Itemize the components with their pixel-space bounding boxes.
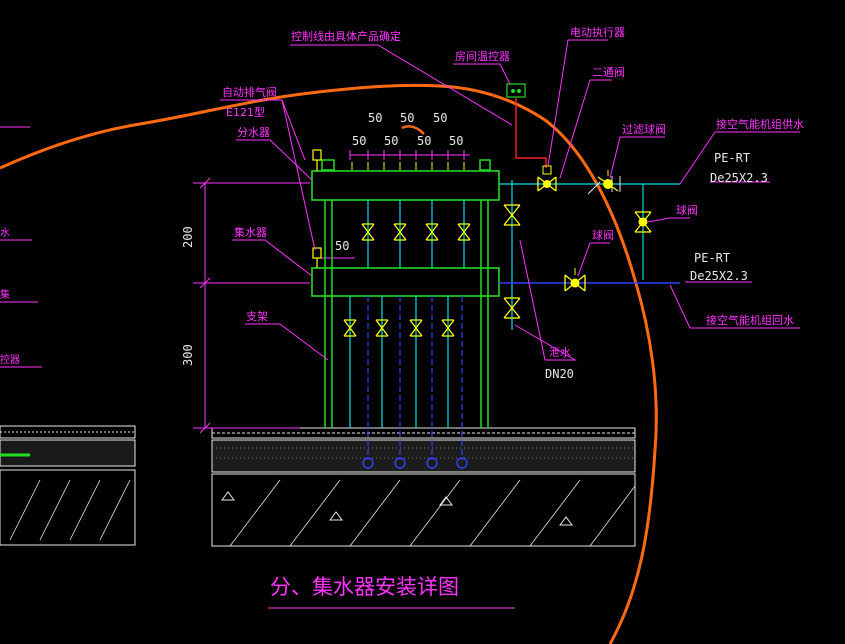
revision-cloud-hook: [401, 125, 425, 135]
dimension-lines: [193, 150, 470, 434]
ball-valve-icon: [634, 211, 652, 233]
dim-vertical-300: 300: [181, 344, 195, 366]
label-return-to: 接空气能机组回水: [706, 313, 794, 327]
filter-valve-icon: [597, 170, 619, 192]
label-ball-valve: 球阀: [676, 203, 698, 217]
dim-top-2: 50: [400, 111, 414, 125]
label-two-way-valve: 二通阀: [592, 65, 625, 79]
drain-valves: [503, 204, 521, 319]
branch-pipes-blue: [367, 296, 463, 460]
label-actuator: 电动执行器: [570, 25, 625, 39]
header-ticks: [351, 162, 465, 170]
left-fragment-text: 水 集 控器: [0, 227, 20, 366]
svg-text:水: 水: [0, 227, 10, 239]
bracket: [321, 159, 491, 428]
dim-top-1: 50: [368, 111, 382, 125]
leader-lines: [220, 39, 800, 361]
label-ball-valve-2: 球阀: [592, 228, 614, 242]
label-drain: 泄水: [549, 346, 571, 359]
label-filter-valve: 过滤球阀: [622, 122, 666, 136]
dim-second-1: 50: [352, 134, 366, 148]
label-control-line: 控制线由具体产品确定: [291, 29, 401, 43]
label-auto-vent-model: E121型: [226, 105, 265, 119]
branch-pipes: [349, 200, 465, 428]
dim-second-3: 50: [417, 134, 431, 148]
label-supply-pipe: PE-RT: [714, 151, 750, 165]
page-title: 分、集水器安装详图: [270, 575, 459, 599]
supply-line: [499, 176, 680, 280]
dim-top-3: 50: [433, 111, 447, 125]
floor-slab: [211, 427, 636, 547]
label-supply-to: 接空气能机组供水: [716, 117, 804, 131]
label-return-pipe: PE-RT: [694, 251, 730, 265]
revision-cloud: [0, 83, 658, 644]
thermostat-dot-2: [517, 89, 521, 93]
svg-text:集: 集: [0, 288, 10, 301]
dim-second-2: 50: [384, 134, 398, 148]
dim-short: 50: [335, 239, 349, 253]
dim-vertical-200: 200: [181, 226, 195, 248]
label-bracket: 支架: [246, 310, 268, 323]
thermostat-icon: [506, 83, 526, 98]
label-auto-vent: 自动排气阀: [222, 85, 277, 99]
label-distributor: 分水器: [237, 126, 270, 139]
collector-header: [311, 267, 500, 297]
thermostat-dot: [511, 89, 515, 93]
return-ball-valve-icon: [564, 268, 586, 292]
label-drain-size: DN20: [545, 367, 574, 381]
left-floor: [0, 425, 136, 546]
dim-second-4: 50: [449, 134, 463, 148]
branch-valves: [343, 223, 471, 337]
control-wiring: [515, 98, 547, 168]
distributor-header: [311, 170, 500, 201]
left-fragment: [0, 126, 42, 368]
svg-text:控器: 控器: [0, 353, 20, 366]
two-way-valve-icon: [537, 165, 557, 192]
label-supply-pipe-size: De25X2.3: [710, 171, 768, 185]
label-return-pipe-size: De25X2.3: [690, 269, 748, 283]
auto-vent-icon: [312, 149, 322, 268]
label-room-thermostat: 房间温控器: [455, 49, 510, 63]
label-collector: 集水器: [234, 225, 267, 239]
